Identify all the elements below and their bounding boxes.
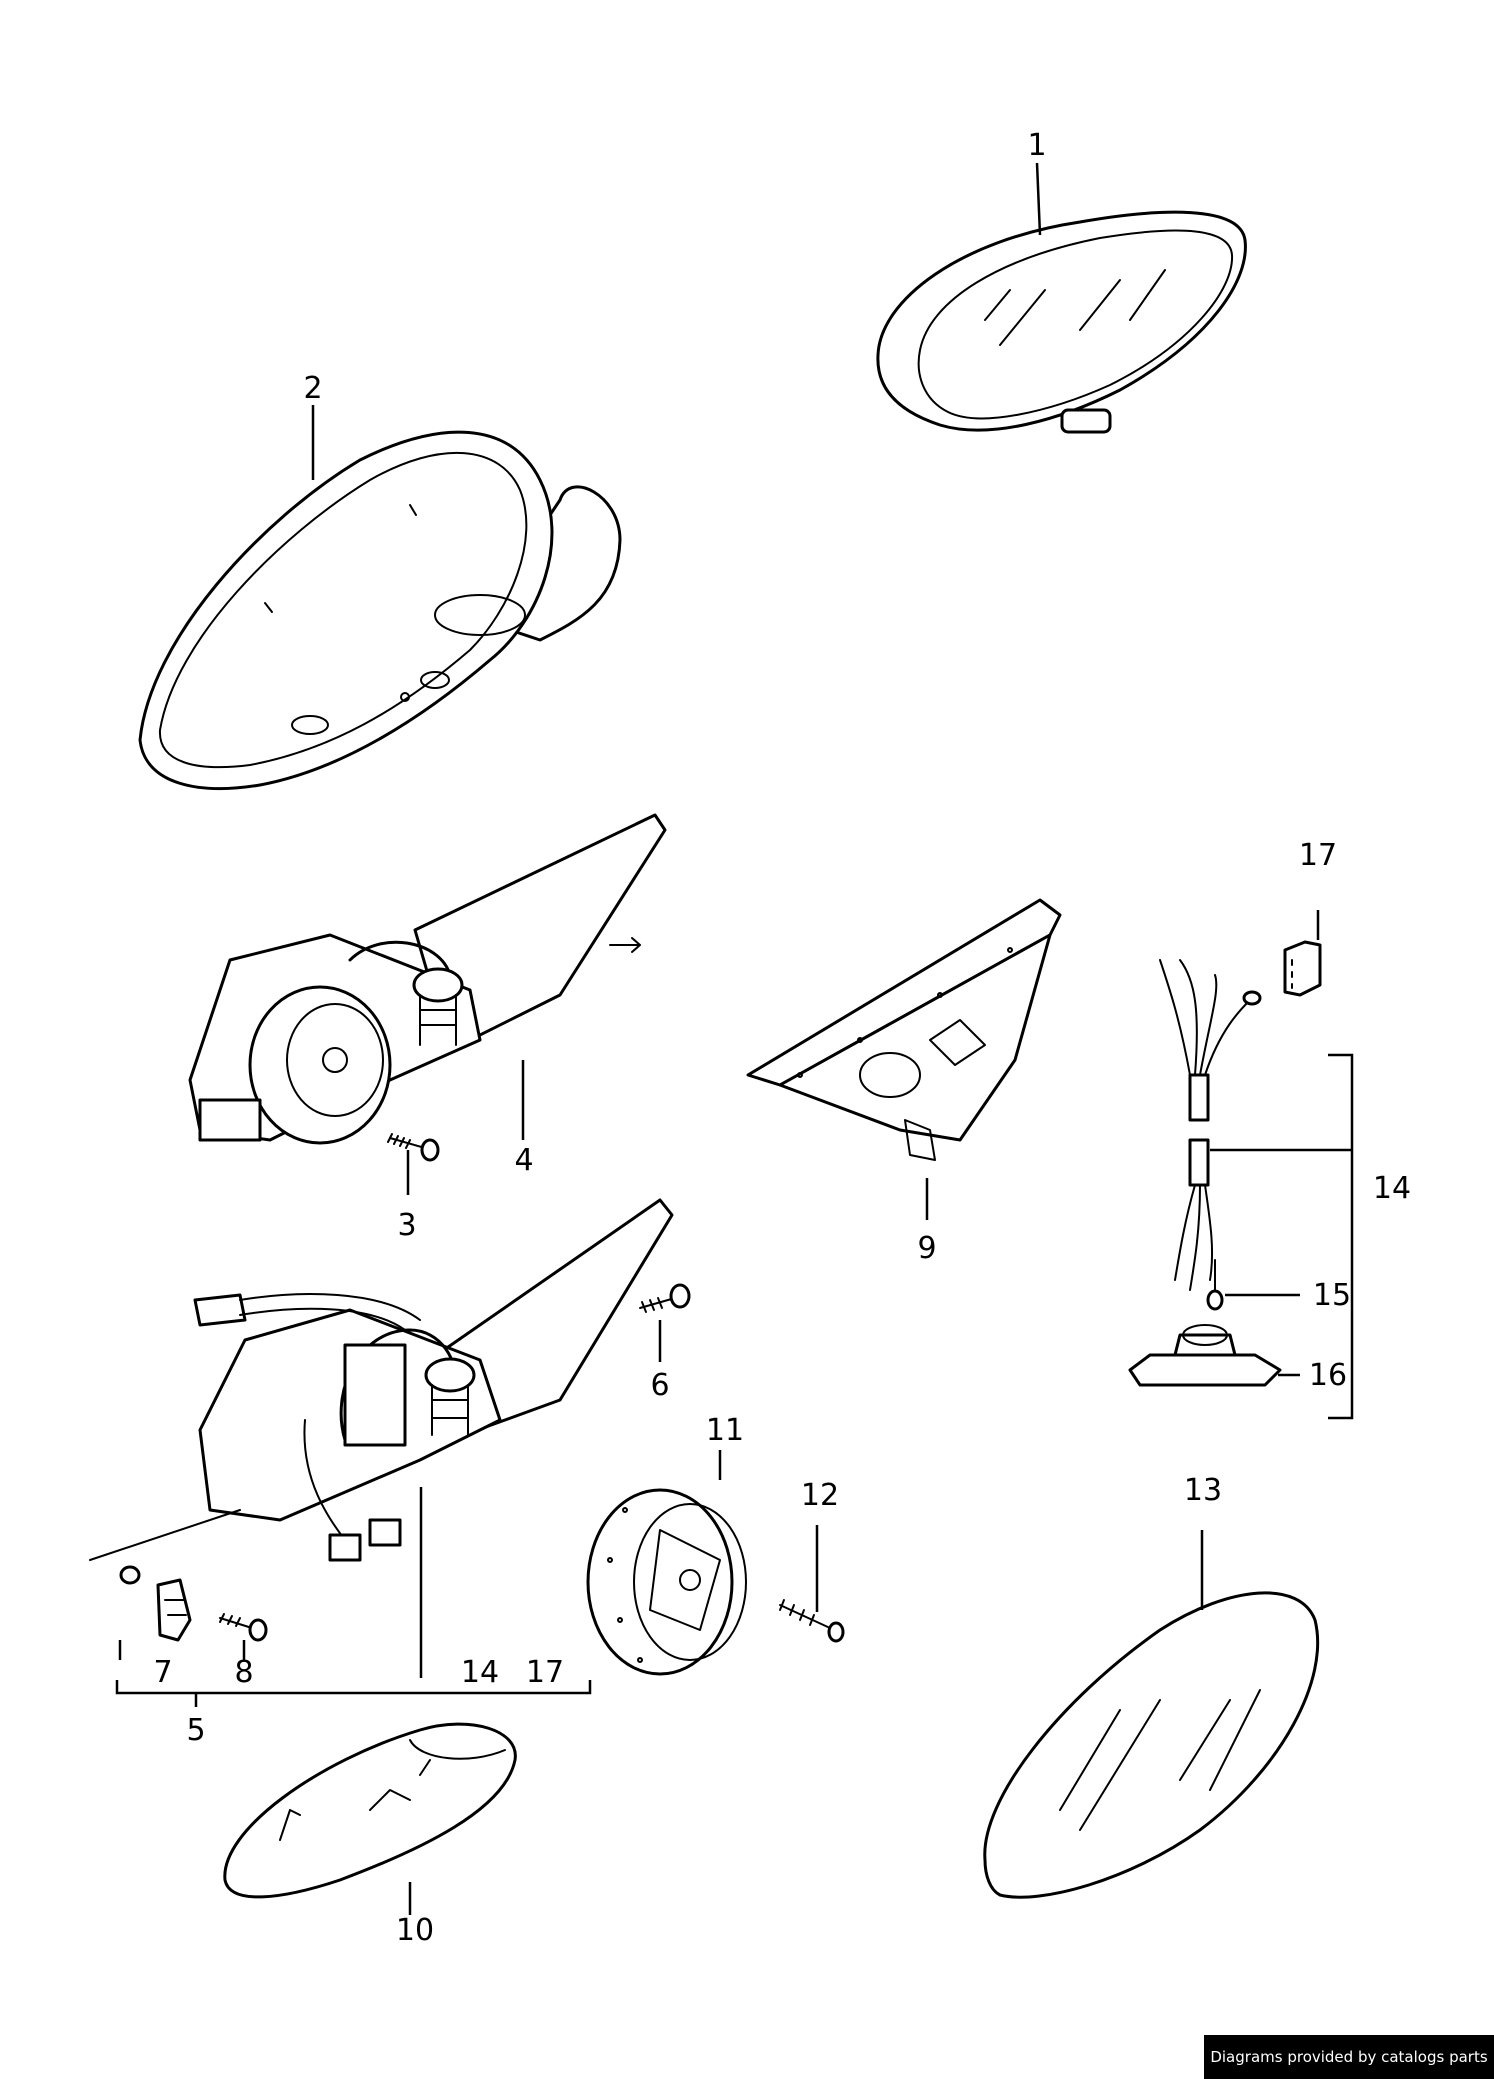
callout-12: 12 (801, 1478, 839, 1513)
part-13-mirror-glass[interactable] (983, 1591, 1320, 1899)
callout-14: 14 (1373, 1171, 1411, 1206)
callout-3: 3 (397, 1208, 416, 1243)
part-16-connector-base[interactable] (1128, 1324, 1282, 1387)
callout-1: 1 (1027, 128, 1046, 163)
callout-8: 8 (234, 1655, 253, 1690)
part-3-screw[interactable] (387, 1133, 440, 1162)
callout-9: 9 (917, 1231, 936, 1266)
part-17-connector[interactable] (1283, 940, 1322, 997)
part-4-mirror-base[interactable] (188, 813, 667, 1145)
callout-labels: 1 2 3 4 5 6 7 8 9 10 11 12 13 14 15 16 1… (153, 128, 1411, 1948)
group-callout-14: 14 (461, 1655, 499, 1690)
part-12-screw[interactable] (779, 1599, 845, 1643)
callout-2: 2 (303, 371, 322, 406)
group-callout-17: 17 (526, 1655, 564, 1690)
callout-11: 11 (706, 1413, 744, 1448)
callout-17: 17 (1299, 838, 1337, 873)
part-1-mirror-glass[interactable] (876, 210, 1247, 434)
part-7-clip[interactable] (156, 1578, 192, 1642)
callout-4: 4 (514, 1143, 533, 1178)
callout-10: 10 (396, 1913, 434, 1948)
credit-badge: Diagrams provided by catalogs parts (1204, 2035, 1494, 2079)
callout-5: 5 (186, 1713, 205, 1748)
callout-7: 7 (153, 1655, 172, 1690)
callout-15: 15 (1313, 1278, 1351, 1313)
part-5-base-assembly[interactable] (89, 1198, 674, 1585)
part-6-screw[interactable] (639, 1283, 691, 1313)
part-11-motor-drive[interactable] (586, 1488, 747, 1676)
leader-lines (115, 162, 1354, 1915)
callout-16: 16 (1309, 1358, 1347, 1393)
part-14-wiring-harness[interactable] (1159, 959, 1262, 1291)
part-10-lower-cover[interactable] (223, 1722, 517, 1899)
part-2-mirror-housing[interactable] (138, 430, 622, 791)
part-8-screw[interactable] (219, 1613, 268, 1642)
callout-6: 6 (650, 1368, 669, 1403)
part-9-triangle-trim[interactable] (746, 898, 1062, 1161)
callout-13: 13 (1184, 1473, 1222, 1508)
part-15-contact[interactable] (1206, 1259, 1224, 1311)
